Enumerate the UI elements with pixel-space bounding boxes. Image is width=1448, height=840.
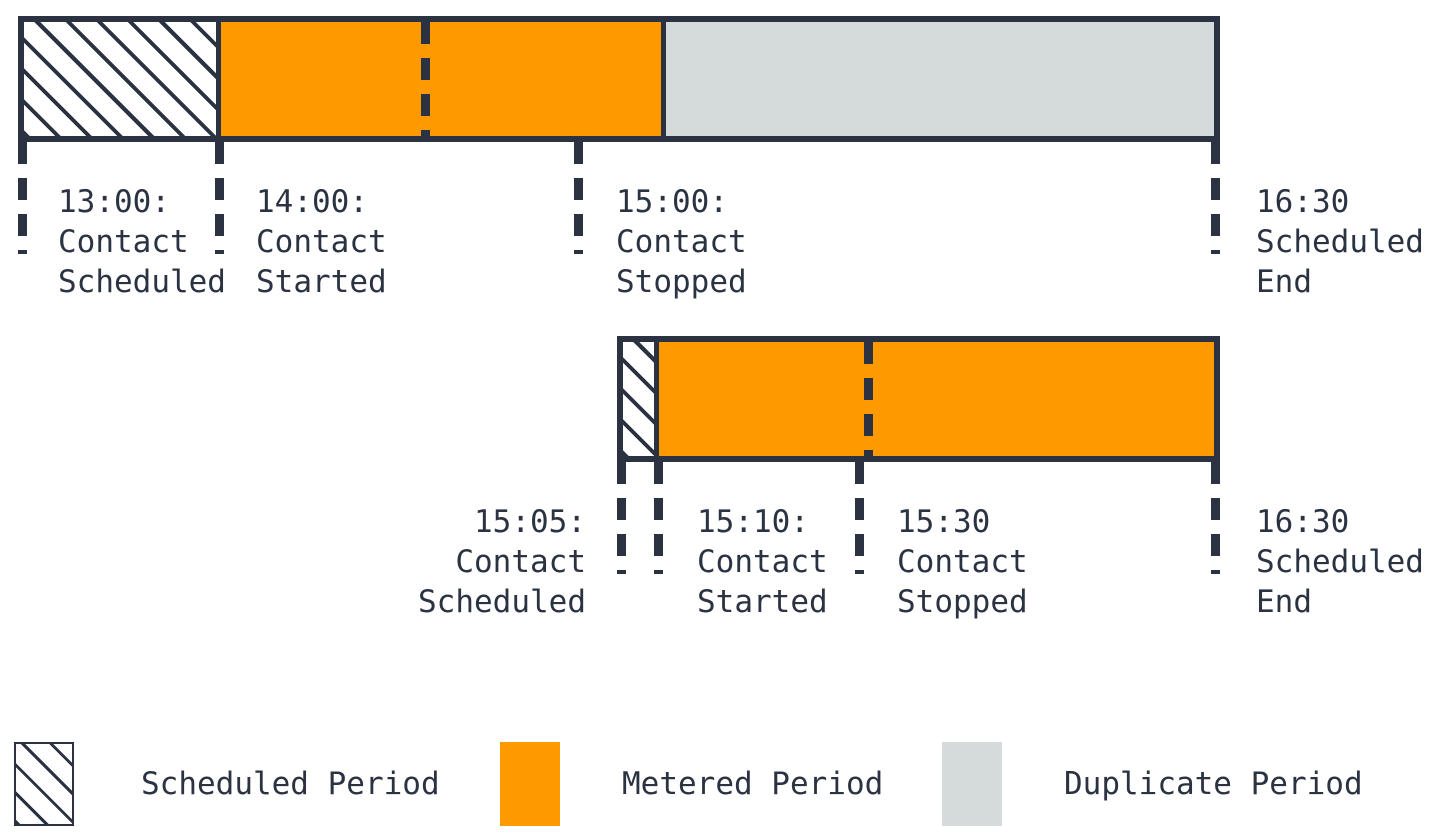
segment-scheduled-duplicate — [623, 342, 659, 456]
tick-16-30-duplicate — [1211, 462, 1220, 574]
label-line2: End — [1256, 264, 1312, 300]
legend-item-duplicate: Duplicate Period — [942, 736, 1363, 832]
label-line1: Contact — [697, 544, 828, 580]
legend-item-scheduled: Scheduled Period — [14, 736, 440, 832]
label-time: 14:00: — [256, 184, 368, 220]
tick-13-00 — [18, 142, 27, 254]
label-line1: Scheduled — [1256, 544, 1424, 580]
label-time: 16:30 — [1256, 504, 1350, 540]
label-time: 15:00: — [616, 184, 728, 220]
label-line1: Scheduled — [1256, 224, 1424, 260]
legend: Scheduled Period Metered Period Duplicat… — [0, 726, 1448, 840]
label-line1: Contact — [256, 224, 387, 260]
segment-metered-duplicate — [659, 342, 1214, 456]
label-line2: Stopped — [616, 264, 747, 300]
label-line2: Scheduled — [418, 584, 586, 620]
legend-swatch-duplicate-icon — [942, 742, 1002, 826]
tick-16-30-original — [1211, 142, 1220, 254]
label-time: 16:30 — [1256, 184, 1350, 220]
label-line2: End — [1256, 584, 1312, 620]
legend-label-duplicate: Duplicate Period — [1064, 766, 1363, 802]
label-line1: Contact — [897, 544, 1028, 580]
contact-stopped-dash-marker-duplicate — [864, 342, 873, 456]
label-line2: Scheduled — [58, 264, 226, 300]
segment-metered-original — [221, 22, 661, 136]
label-line2: Started — [697, 584, 828, 620]
segment-scheduled-original — [24, 22, 221, 136]
legend-item-metered: Metered Period — [500, 736, 883, 832]
tick-15-10 — [654, 462, 663, 574]
label-time: 15:05: — [474, 504, 586, 540]
timeline-bar-original — [18, 16, 1220, 142]
label-time: 15:10: — [697, 504, 809, 540]
tick-15-30 — [855, 462, 864, 574]
legend-label-scheduled: Scheduled Period — [141, 766, 440, 802]
segment-duplicate-original — [661, 22, 1214, 136]
label-time: 13:00: — [58, 184, 170, 220]
label-line2: Stopped — [897, 584, 1028, 620]
label-line1: Contact — [616, 224, 747, 260]
tick-15-00 — [574, 142, 583, 254]
contact-stopped-dash-marker — [421, 22, 430, 136]
legend-swatch-scheduled-icon — [14, 742, 74, 826]
label-line2: Started — [256, 264, 387, 300]
tick-14-00 — [215, 142, 224, 254]
legend-swatch-metered-icon — [500, 742, 560, 826]
label-line1: Contact — [455, 544, 586, 580]
legend-label-metered: Metered Period — [622, 766, 884, 802]
label-time: 15:30 — [897, 504, 991, 540]
label-line1: Contact — [58, 224, 189, 260]
tick-15-05 — [617, 462, 626, 574]
timeline-bar-duplicate — [617, 336, 1220, 462]
